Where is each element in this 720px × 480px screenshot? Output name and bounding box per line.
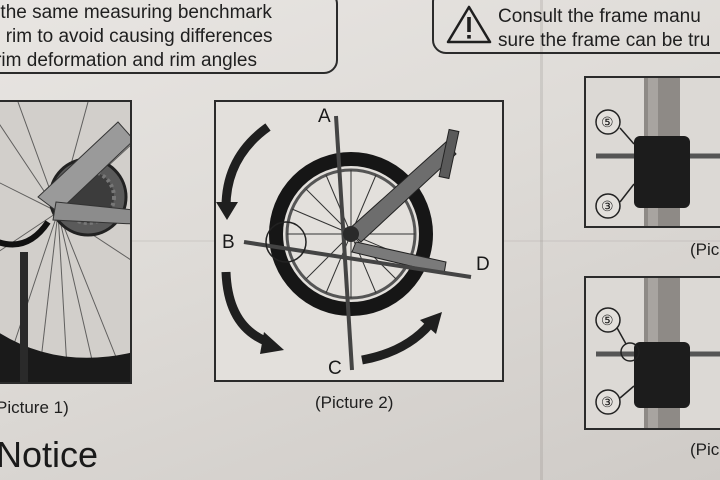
warning-triangle-icon [446, 5, 492, 44]
note-line-1: ep the same measuring benchmark [0, 2, 272, 23]
label-c: C [328, 358, 342, 379]
note-line-2: the rim to avoid causing differences [0, 26, 273, 47]
picture-2-frame: A B C D [214, 100, 504, 382]
callout-5: ⑤ [601, 312, 614, 328]
callout-3: ③ [601, 394, 614, 410]
gauge-contact-circle [265, 221, 307, 263]
picture-4-photo: ⑤ ③ [586, 278, 720, 428]
picture-3-frame: ⑤ ③ [584, 76, 720, 228]
wheel-tire [269, 152, 433, 316]
warning-line-2: sure the frame can be tru [498, 30, 711, 51]
callout-5: ⑤ [601, 114, 614, 130]
label-a: A [318, 106, 331, 127]
picture-1-caption: Picture 1) [0, 398, 69, 417]
picture-1-frame [0, 100, 132, 384]
label-b: B [222, 232, 235, 253]
warning-line-1: Consult the frame manu [498, 6, 701, 27]
picture-3-photo: ⑤ ③ [586, 78, 720, 226]
picture-3-caption: (Pic [690, 240, 720, 259]
gauge-rod-b-d [243, 240, 472, 279]
rotation-arrow-bottom-right-icon [361, 320, 434, 365]
rotation-arrow-top-left-icon [221, 123, 271, 208]
note-line-3: m rim deformation and rim angles [0, 50, 257, 71]
measuring-benchmark-note: ep the same measuring benchmark the rim … [0, 0, 338, 74]
page-fold-vertical [540, 0, 543, 480]
notice-heading: Notice [0, 434, 99, 475]
label-d: D [476, 254, 490, 275]
frame-manufacturer-warning: Consult the frame manu sure the frame ca… [432, 0, 720, 54]
gauge-rod-a-c [334, 115, 354, 371]
picture-2-caption: (Picture 2) [315, 393, 394, 412]
picture-2-diagram: A B C D [216, 102, 502, 380]
picture-4-frame: ⑤ ③ [584, 276, 720, 430]
picture-1-photo [0, 102, 130, 382]
callout-3: ③ [601, 198, 614, 214]
rotation-arrow-bottom-left-icon [221, 271, 270, 347]
picture-4-caption: (Pic [690, 440, 720, 459]
